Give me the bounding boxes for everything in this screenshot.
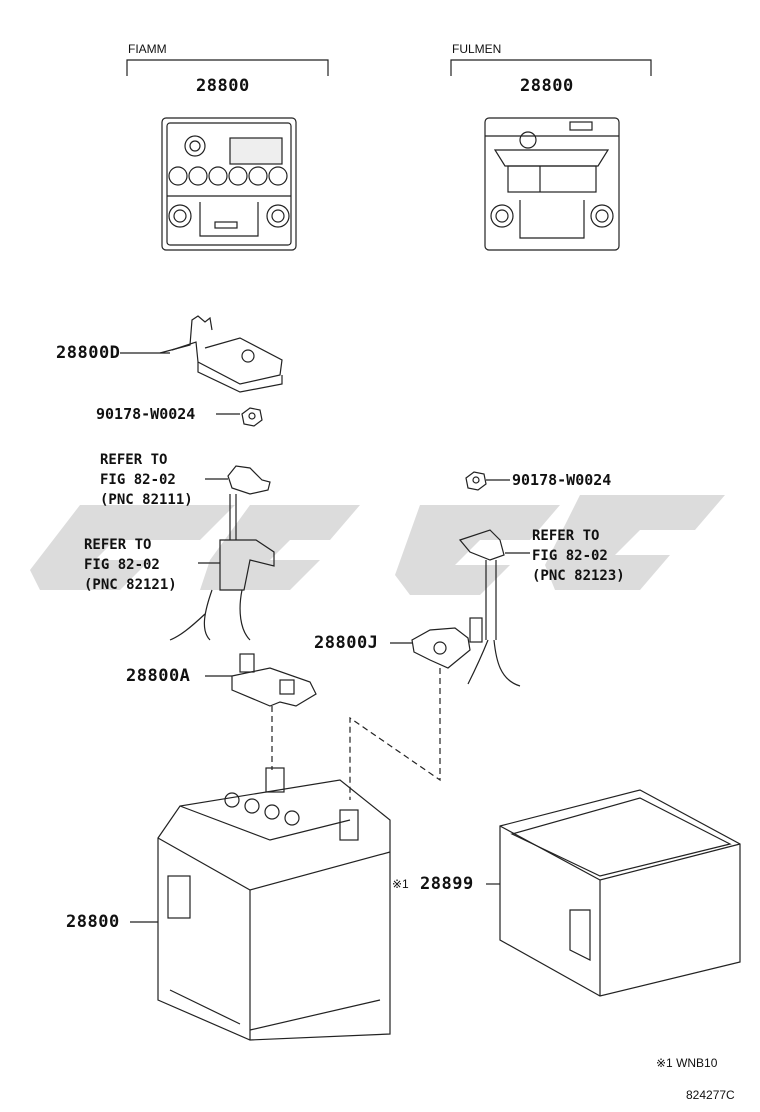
main-battery	[157, 767, 391, 1041]
part-label-tray[interactable]: 28899	[420, 874, 474, 894]
reference-note-82121[interactable]: REFER TO FIG 82-02 (PNC 82121)	[84, 535, 177, 595]
nut-left	[241, 407, 263, 427]
ref-line: REFER TO	[100, 452, 168, 468]
positive-cable	[458, 529, 521, 687]
battery-clamp	[159, 315, 283, 393]
ref-line: FIG 82-02	[84, 557, 160, 573]
negative-cable	[169, 465, 275, 641]
ref-line: (PNC 82111)	[100, 492, 193, 508]
part-label-battery-main[interactable]: 28800	[66, 912, 120, 932]
brand-fiamm: FIAMM	[128, 42, 167, 56]
part-label-battery-fulmen[interactable]: 28800	[520, 76, 574, 96]
ref-line: FIG 82-02	[532, 548, 608, 564]
fulmen-battery-top	[484, 117, 620, 251]
diagram-id: 824277C	[686, 1088, 735, 1102]
part-label-terminal-neg[interactable]: 28800A	[126, 666, 191, 686]
fiamm-battery-top	[161, 117, 297, 251]
positive-terminal	[411, 617, 483, 669]
ref-line: REFER TO	[532, 528, 600, 544]
brand-fulmen: FULMEN	[452, 42, 502, 56]
part-label-clamp[interactable]: 28800D	[56, 343, 121, 363]
part-label-terminal-pos[interactable]: 28800J	[314, 633, 379, 653]
part-label-battery-fiamm[interactable]: 28800	[196, 76, 250, 96]
fiamm-bracket	[126, 59, 329, 76]
part-label-nut-left[interactable]: 90178-W0024	[96, 405, 196, 423]
fulmen-bracket	[450, 59, 652, 76]
battery-tray	[499, 789, 741, 997]
ref-line: REFER TO	[84, 537, 152, 553]
reference-note-82123[interactable]: REFER TO FIG 82-02 (PNC 82123)	[532, 526, 625, 586]
ref-line: (PNC 82123)	[532, 568, 625, 584]
ref-line: FIG 82-02	[100, 472, 176, 488]
ref-line: (PNC 82121)	[84, 577, 177, 593]
assembly-guides	[271, 668, 441, 800]
tray-footnote-mark: ※1	[392, 877, 409, 891]
negative-terminal	[231, 653, 317, 707]
reference-note-82111[interactable]: REFER TO FIG 82-02 (PNC 82111)	[100, 450, 193, 510]
footnote: ※1 WNB10	[656, 1056, 718, 1070]
nut-right	[465, 471, 487, 491]
part-label-nut-right[interactable]: 90178-W0024	[512, 471, 612, 489]
